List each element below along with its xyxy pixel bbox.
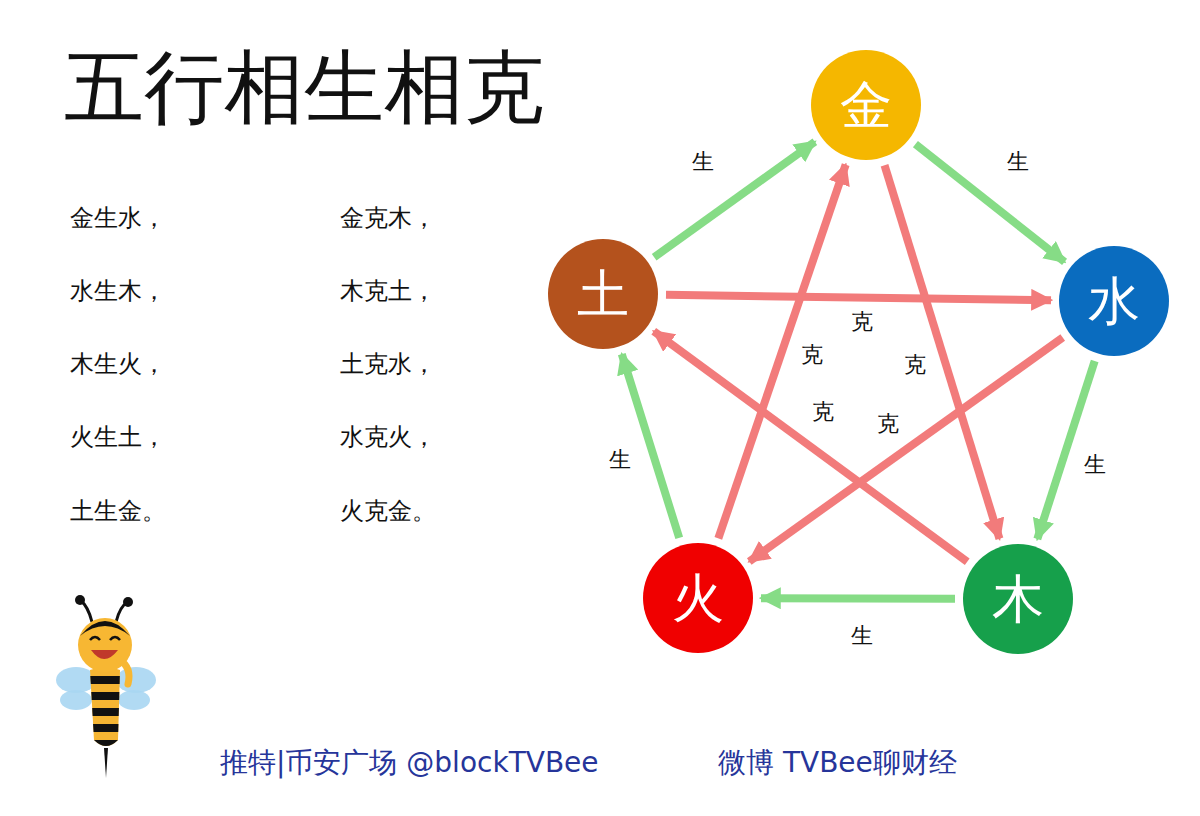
overcome-arrow [654, 331, 967, 561]
rule-text: 火生土， [70, 423, 166, 452]
edge-label: 生 [606, 447, 634, 473]
element-circle: 金 [811, 50, 921, 160]
element-circle: 木 [963, 544, 1073, 654]
element-circle: 火 [643, 543, 753, 653]
element-name: 木 [992, 573, 1044, 625]
edge-label: 克 [809, 399, 837, 425]
element-circle: 土 [548, 239, 658, 349]
overcome-arrow [718, 165, 845, 539]
element-name: 水 [1088, 275, 1140, 327]
rule-text: 金克木， [340, 204, 436, 233]
generate-arrow [654, 142, 815, 257]
rule-text: 土生金。 [70, 497, 166, 526]
edge-label: 克 [848, 309, 876, 335]
edge-label: 生 [689, 149, 717, 175]
generate-arrow [761, 594, 955, 603]
rule-text: 水生木， [70, 277, 166, 306]
rule-text: 水克火， [340, 423, 436, 452]
element-name: 土 [577, 268, 629, 320]
overcome-arrow [749, 338, 1062, 562]
rule-text: 金生水， [70, 204, 166, 233]
generate-arrow [915, 144, 1064, 262]
edge-label: 生 [1081, 452, 1109, 478]
edge-label: 克 [874, 411, 902, 437]
edge-label: 克 [798, 342, 826, 368]
element-name: 火 [672, 572, 724, 624]
edge-label: 生 [848, 623, 876, 649]
bee-mascot [56, 595, 156, 778]
element-name: 金 [840, 79, 892, 131]
edge-label: 生 [1004, 149, 1032, 175]
footer-credit: 微博 TVBee聊财经 [718, 746, 957, 780]
generate-arrow [1037, 361, 1094, 539]
diagram-title: 五行相生相克 [64, 44, 544, 132]
rule-text: 土克水， [340, 350, 436, 379]
overcome-arrow [666, 295, 1051, 300]
footer-credit: 推特|币安广场 @blockTVBee [220, 746, 599, 780]
rule-text: 木生火， [70, 350, 166, 379]
rule-text: 火克金。 [340, 497, 436, 526]
rule-text: 木克土， [340, 277, 436, 306]
element-circle: 水 [1059, 246, 1169, 356]
overcome-arrow [885, 165, 1000, 539]
edge-label: 克 [901, 352, 929, 378]
